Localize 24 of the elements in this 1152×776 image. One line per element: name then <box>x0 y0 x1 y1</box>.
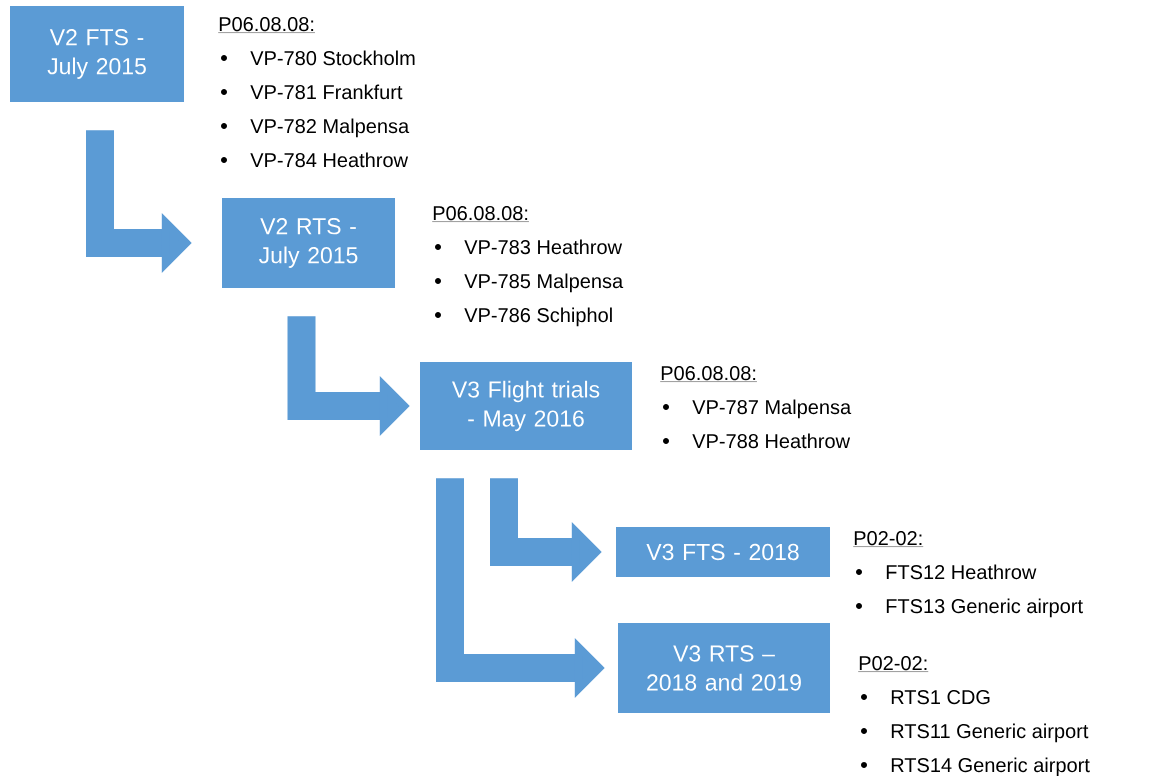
list-heading: P02-02: <box>858 656 929 672</box>
process-box: V3 Flight trials - May 2016 <box>420 362 632 450</box>
list-heading: P06.08.08: <box>218 17 316 33</box>
list-heading: P06.08.08: <box>660 366 758 382</box>
process-box: V3 FTS - 2018 <box>616 527 830 577</box>
bullet-item: RTS11 Generic airport <box>861 723 1089 743</box>
bullet-item: VP-781 Frankfurt <box>221 84 403 100</box>
bullet-item: RTS14 Generic airport <box>861 757 1090 776</box>
bullet-item: VP-780 Stockholm <box>221 50 415 66</box>
bullet-item: VP-787 Malpensa <box>663 399 852 419</box>
list-heading: P06.08.08: <box>432 206 530 222</box>
process-box: V3 RTS – 2018 and 2019 <box>618 623 830 713</box>
bullet-item: VP-782 Malpensa <box>221 118 410 138</box>
bullet-item: VP-784 Heathrow <box>221 152 409 168</box>
bullet-item: VP-785 Malpensa <box>435 273 624 293</box>
bullet-item: FTS12 Heathrow <box>856 564 1037 580</box>
process-box: V2 RTS - July 2015 <box>222 198 395 288</box>
bullet-item: VP-786 Schiphol <box>435 307 612 327</box>
list-heading: P02-02: <box>853 531 924 547</box>
bullet-item: VP-783 Heathrow <box>435 239 623 255</box>
bullet-item: FTS13 Generic airport <box>856 598 1083 618</box>
bullet-item: VP-788 Heathrow <box>663 433 851 449</box>
bullet-item: RTS1 CDG <box>861 690 990 705</box>
process-box: V2 FTS - July 2015 <box>10 6 184 102</box>
